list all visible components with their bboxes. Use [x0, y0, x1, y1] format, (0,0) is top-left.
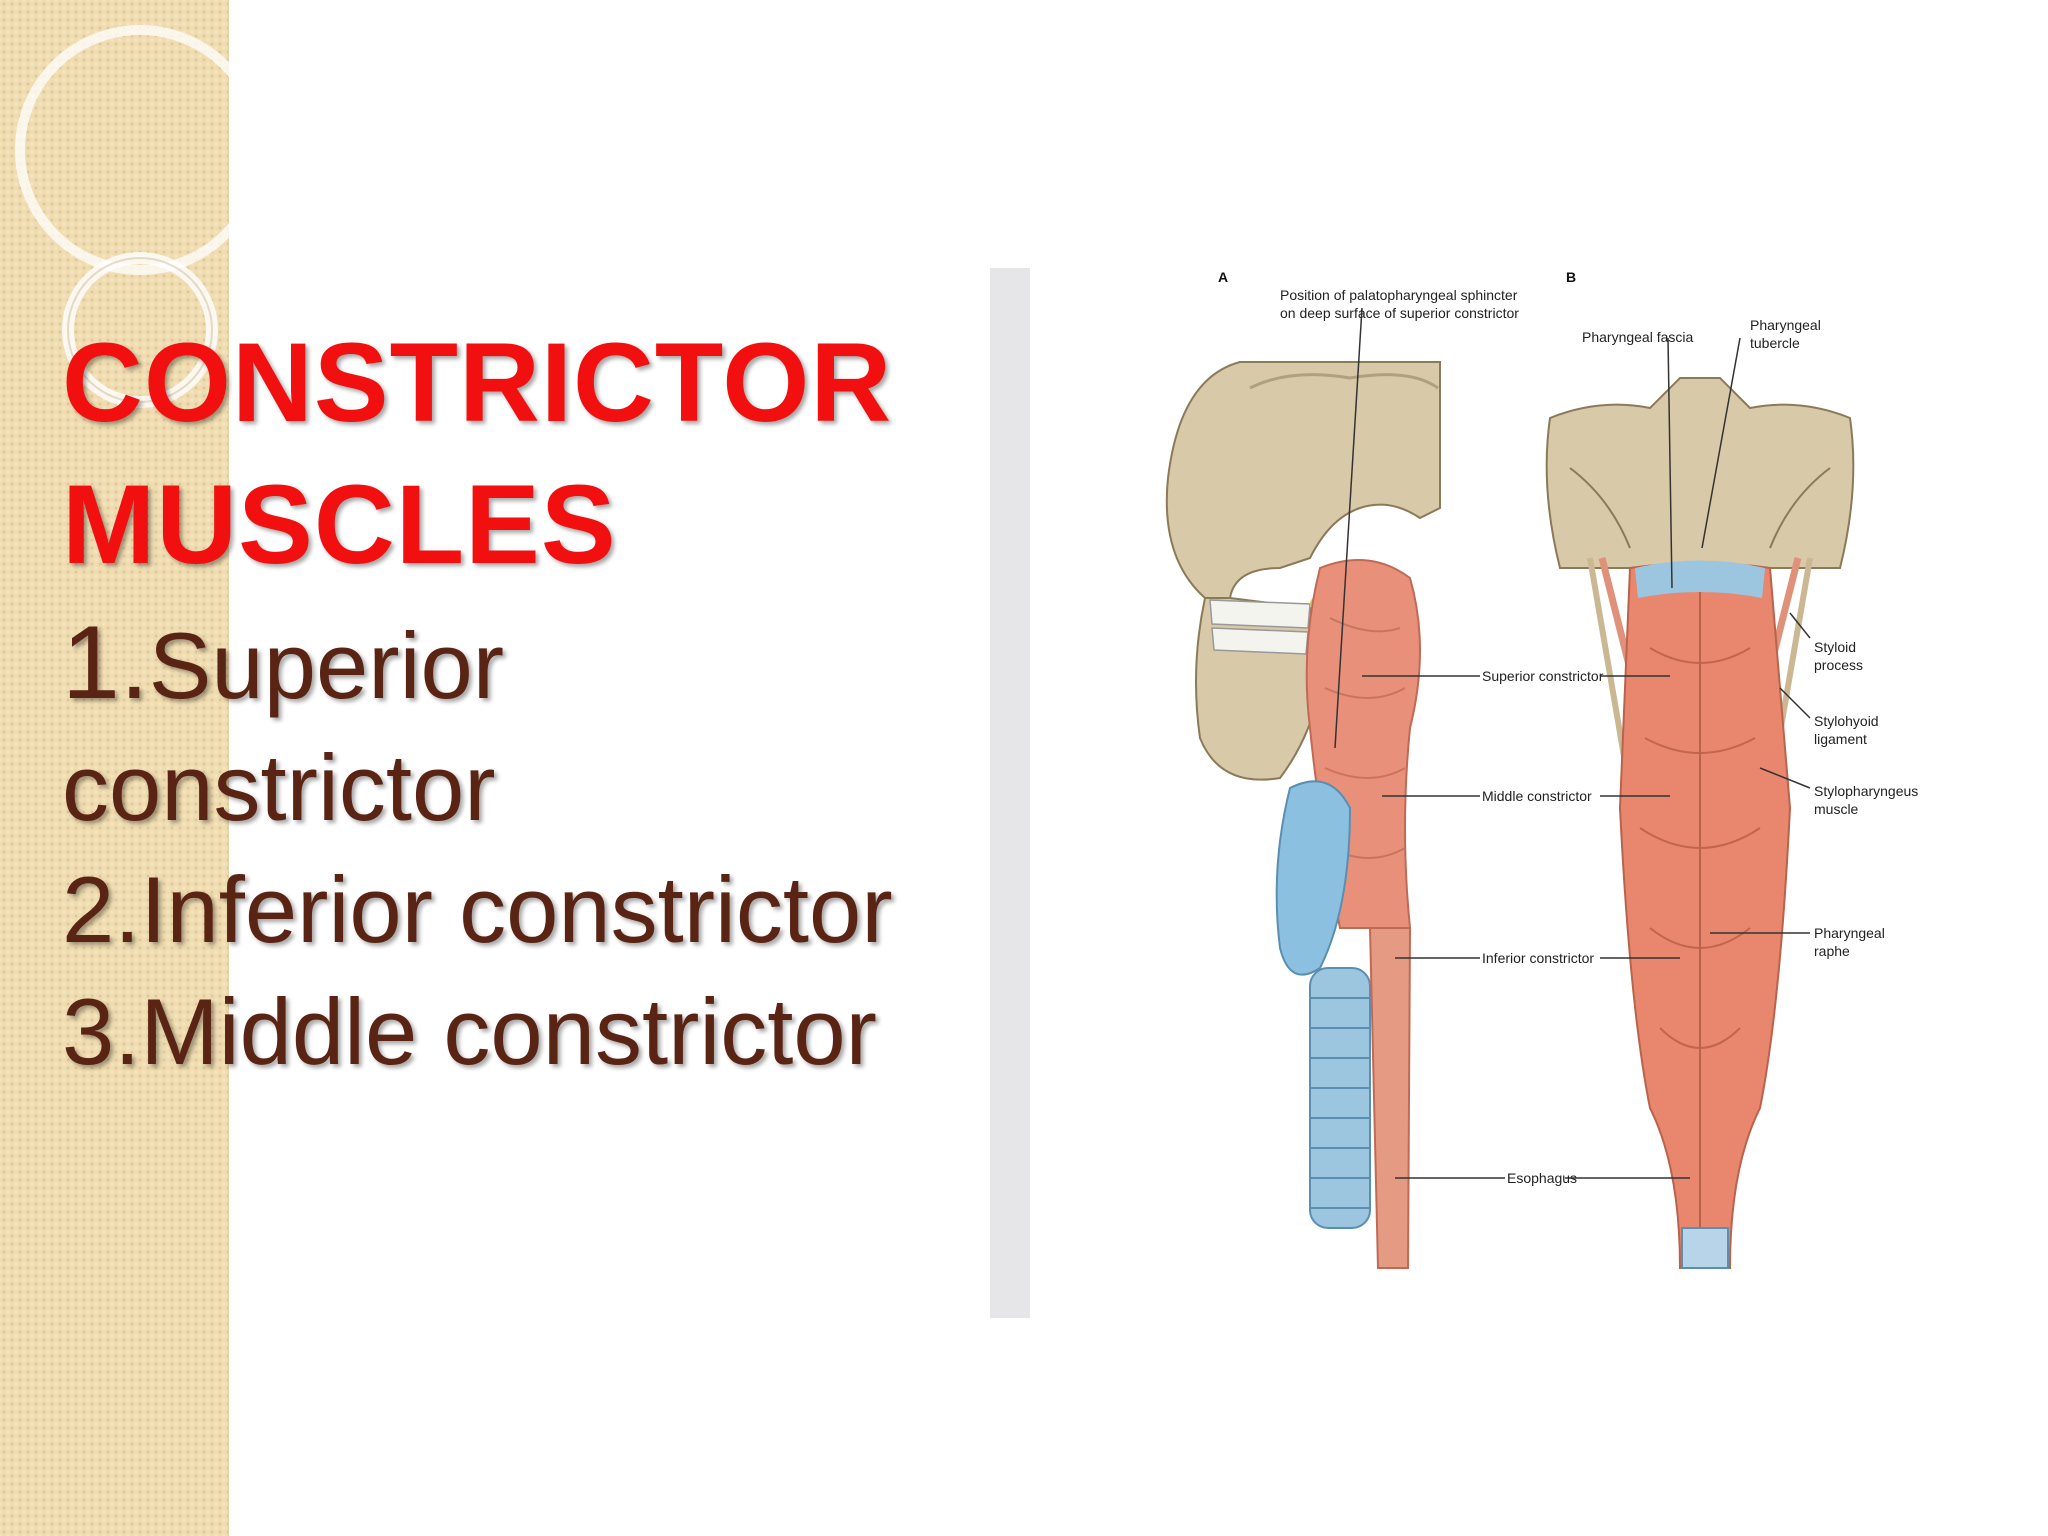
slide-body: CONSTRICTOR MUSCLES 1.Superior constrict… [62, 312, 1002, 1093]
label-pharyngeal-raphe-2: raphe [1814, 943, 1850, 959]
label-pharyngeal-tubercle-2: tubercle [1750, 335, 1800, 351]
panel-b-illustration [1545, 377, 1855, 1269]
label-stylohyoid-2: ligament [1814, 731, 1867, 747]
label-inferior-constrictor: Inferior constrictor [1482, 950, 1594, 966]
label-styloid-2: process [1814, 657, 1863, 673]
label-palatopharyngeal-2: on deep surface of superior constrictor [1280, 305, 1519, 321]
label-pharyngeal-raphe-1: Pharyngeal [1814, 925, 1885, 941]
figure-side-bar [990, 268, 1030, 1318]
list-text: Superior [148, 613, 505, 718]
anatomy-figure: A B Position of palatopharyngeal sphinct… [990, 268, 2000, 1318]
label-pharyngeal-tubercle-1: Pharyngeal [1750, 317, 1821, 333]
ring-large [15, 25, 265, 275]
panel-label-b: B [1566, 269, 1576, 285]
label-superior-constrictor: Superior constrictor [1482, 668, 1604, 684]
slide-title-line-1: CONSTRICTOR [62, 320, 893, 445]
label-styloid-1: Styloid [1814, 639, 1856, 655]
label-stylopharyngeus-1: Stylopharyngeus [1814, 783, 1918, 799]
list-item-inferior: 2.Inferior constrictor [62, 857, 893, 962]
label-pharyngeal-fascia: Pharyngeal fascia [1582, 329, 1694, 345]
list-number: 1. [62, 605, 149, 721]
list-item-superior-cont: constrictor [62, 735, 496, 840]
label-middle-constrictor: Middle constrictor [1482, 788, 1592, 804]
decorative-rings [15, 25, 265, 408]
list-item-superior: 1.Superior [62, 602, 1002, 727]
ring-small [62, 252, 218, 408]
panel-a-illustration [1165, 307, 1441, 1269]
label-stylopharyngeus-2: muscle [1814, 801, 1859, 817]
label-palatopharyngeal-1: Position of palatopharyngeal sphincter [1280, 287, 1518, 303]
slide-title-line-2: MUSCLES [62, 462, 617, 587]
pharynx-illustration: A B Position of palatopharyngeal sphinct… [1165, 269, 1918, 1269]
leader-lines [1362, 337, 1811, 1179]
panel-label-a: A [1218, 269, 1228, 285]
label-stylohyoid-1: Stylohyoid [1814, 713, 1879, 729]
list-item-middle: 3.Middle constrictor [62, 979, 877, 1084]
label-esophagus: Esophagus [1507, 1170, 1577, 1186]
